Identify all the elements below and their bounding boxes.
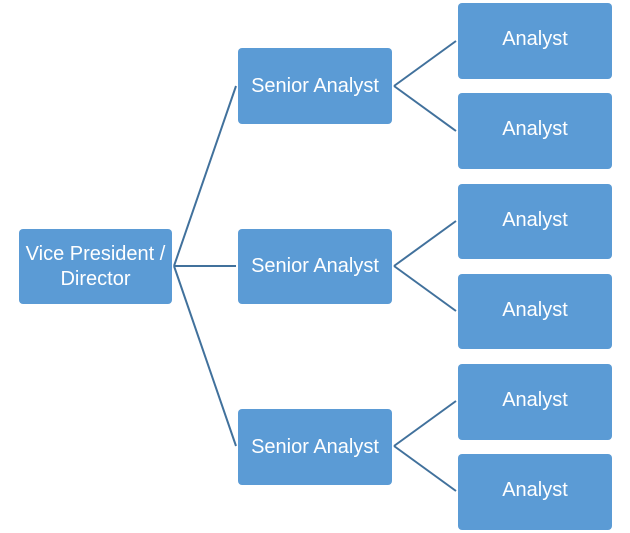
node-analyst-6: Analyst <box>458 454 612 530</box>
connector-senior-2-analyst-4 <box>393 265 457 312</box>
node-label: Vice President / Director <box>25 242 166 290</box>
node-label: Senior Analyst <box>251 74 379 97</box>
node-label: Analyst <box>502 479 568 501</box>
connector-senior-3-analyst-6 <box>393 445 457 492</box>
node-label: Analyst <box>502 389 568 411</box>
node-senior-analyst-1: Senior Analyst <box>238 48 392 124</box>
node-analyst-2: Analyst <box>458 93 612 169</box>
connector-senior-2-analyst-3 <box>393 220 457 267</box>
node-label: Analyst <box>502 118 568 140</box>
node-label: Analyst <box>502 28 568 50</box>
node-label: Analyst <box>502 209 568 231</box>
node-senior-analyst-2: Senior Analyst <box>238 229 392 304</box>
node-label: Senior Analyst <box>251 435 379 458</box>
connector-senior-1-analyst-1 <box>393 40 457 87</box>
connector-root-senior-3 <box>173 265 237 447</box>
node-vice-president-director: Vice President / Director <box>19 229 172 304</box>
node-analyst-5: Analyst <box>458 364 612 440</box>
node-label: Senior Analyst <box>251 255 379 277</box>
node-label: Analyst <box>502 299 568 321</box>
node-analyst-3: Analyst <box>458 184 612 259</box>
connector-root-senior-1 <box>173 85 237 267</box>
node-analyst-4: Analyst <box>458 274 612 349</box>
connector-senior-3-analyst-5 <box>393 400 457 447</box>
node-analyst-1: Analyst <box>458 3 612 79</box>
connector-senior-1-analyst-2 <box>393 85 457 132</box>
node-senior-analyst-3: Senior Analyst <box>238 409 392 485</box>
